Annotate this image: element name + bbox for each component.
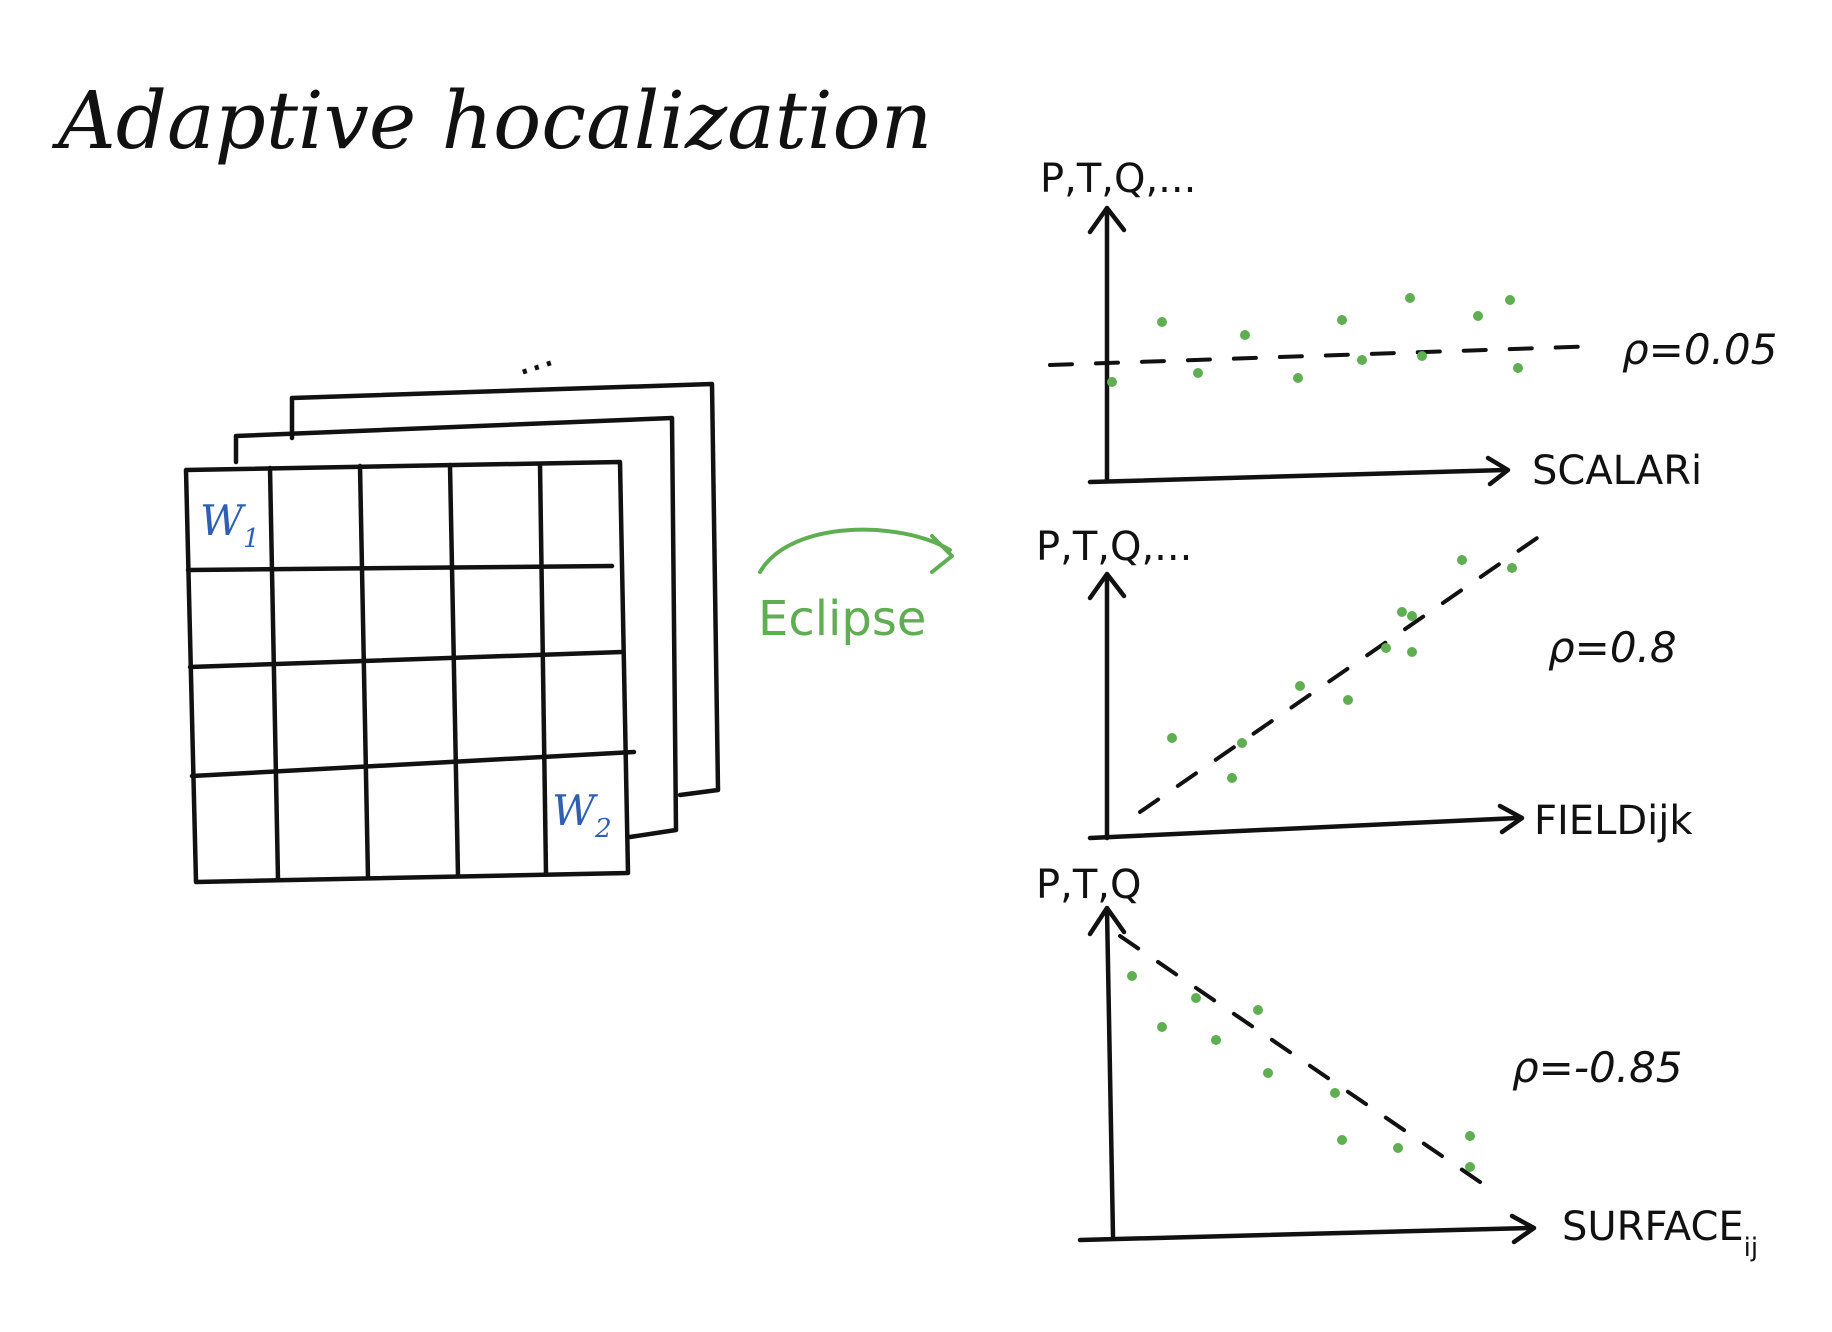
scatter-dot (1465, 1162, 1475, 1172)
scatter-dot (1381, 643, 1391, 653)
plot-field: P,T,Q,... FIELDijk ρ=0.8 (1036, 524, 1693, 844)
y-axis-label: P,T,Q (1036, 862, 1141, 908)
plot-surface: P,T,Q SURFACEij ρ=-0.85 (1036, 862, 1758, 1263)
scatter-dot (1193, 368, 1203, 378)
correlation-label: ρ=-0.85 (1512, 1043, 1683, 1092)
scatter-dot (1253, 1005, 1263, 1015)
y-axis (1104, 907, 1116, 1239)
scatter-dot (1405, 293, 1415, 303)
curved-arrow-icon (758, 527, 952, 574)
plot-scalar: P,T,Q,... SCALARi ρ=0.05 (1040, 156, 1777, 494)
scatter-dot (1157, 1022, 1167, 1032)
scatter-dot (1457, 555, 1467, 565)
scatter-dot (1263, 1068, 1273, 1078)
scatter-dot (1357, 355, 1367, 365)
grid-stack: ... W1 W2 (183, 330, 721, 885)
x-axis-arrowhead (1485, 455, 1511, 487)
trend-line (1048, 344, 1602, 367)
x-axis (1077, 1225, 1533, 1243)
sketch-title: Adaptive hocalization (51, 74, 932, 167)
scatter-dot (1393, 1143, 1403, 1153)
x-axis (1087, 467, 1508, 485)
x-axis-label: FIELDijk (1534, 798, 1693, 844)
scatter-dot (1330, 1088, 1340, 1098)
x-axis-arrowhead (1497, 803, 1525, 835)
y-axis-label: P,T,Q,... (1040, 156, 1196, 202)
trend-line (1118, 934, 1482, 1184)
scatter-dot (1211, 1035, 1221, 1045)
cell-label-w2: W2 (552, 786, 612, 844)
scatter-dot (1227, 773, 1237, 783)
y-axis-label: P,T,Q,... (1036, 524, 1192, 570)
scatter-dot (1397, 607, 1407, 617)
cell-label-w1: W1 (200, 496, 260, 554)
scatter-dot (1417, 351, 1427, 361)
scatter-dot (1337, 315, 1347, 325)
scatter-points (1107, 293, 1523, 1172)
correlation-label: ρ=0.8 (1548, 623, 1677, 672)
scatter-dot (1513, 363, 1523, 373)
y-axis-arrowhead (1087, 571, 1127, 601)
arrow-label: Eclipse (758, 591, 926, 647)
eclipse-arrow: Eclipse (758, 527, 954, 647)
grid-layer-back (289, 381, 721, 798)
scatter-dot (1465, 1131, 1475, 1141)
y-axis-arrowhead (1087, 205, 1127, 235)
scatter-dot (1505, 295, 1515, 305)
scatter-dot (1295, 681, 1305, 691)
scatter-dot (1337, 1135, 1347, 1145)
x-axis-arrowhead (1509, 1213, 1537, 1245)
y-axis-arrowhead (1087, 905, 1127, 937)
scatter-dot (1167, 733, 1177, 743)
scatter-dot (1240, 330, 1250, 340)
x-axis (1087, 815, 1521, 841)
scatter-dot (1473, 311, 1483, 321)
scatter-dot (1237, 738, 1247, 748)
scatter-dot (1107, 377, 1117, 387)
scatter-dot (1293, 373, 1303, 383)
scatter-dot (1343, 695, 1353, 705)
scatter-dot (1507, 563, 1517, 573)
grid-front (183, 459, 637, 885)
scatter-dot (1157, 317, 1167, 327)
correlation-label: ρ=0.05 (1622, 325, 1777, 374)
stack-ellipsis: ... (508, 330, 559, 386)
grid-layer-middle (233, 415, 679, 840)
trend-line (1138, 534, 1542, 814)
scatter-dot (1127, 971, 1137, 981)
x-axis-label: SCALARi (1532, 448, 1702, 494)
scatter-dot (1407, 611, 1417, 621)
x-axis-label: SURFACEij (1562, 1204, 1758, 1263)
scatter-dot (1407, 647, 1417, 657)
scatter-dot (1191, 993, 1201, 1003)
